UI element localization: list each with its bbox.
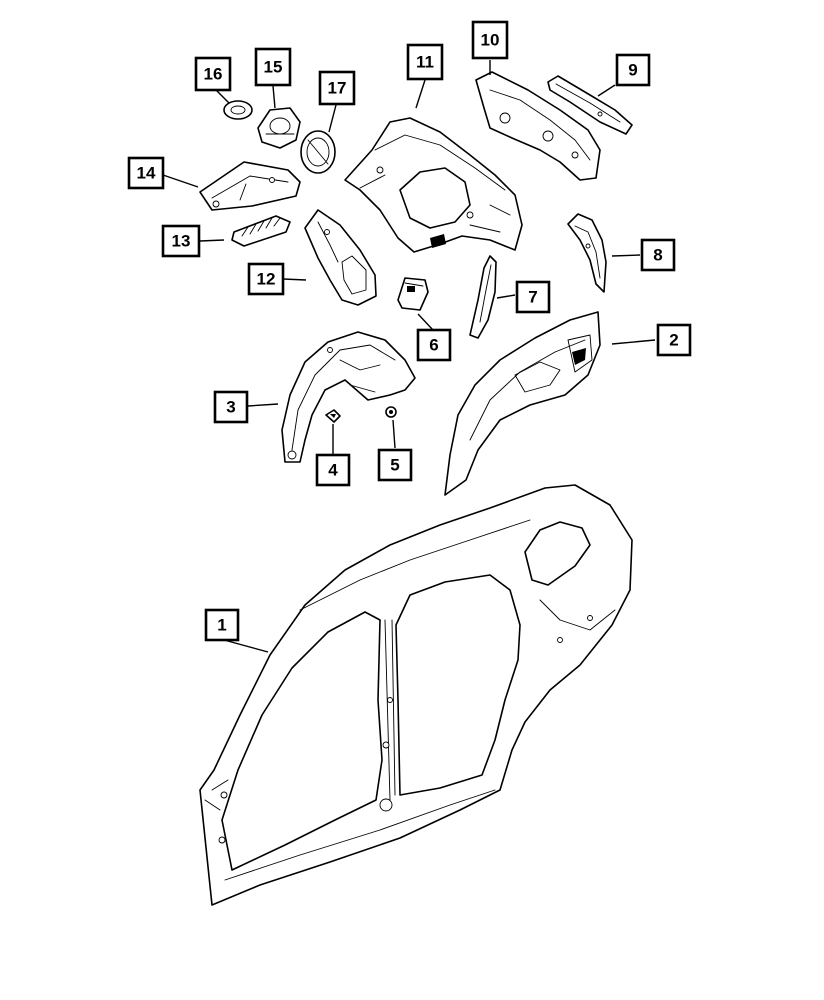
callout-15: 15 [254, 47, 292, 87]
callout-8-label: 8 [653, 246, 662, 265]
callout-9: 9 [615, 53, 651, 87]
callout-17-label: 17 [328, 79, 347, 98]
callout-11-label: 11 [416, 53, 434, 72]
part-1-body-side-aperture [199, 484, 633, 906]
callout-13: 13 [161, 224, 201, 258]
part-16-grommet-ring [223, 100, 253, 120]
callout-2: 2 [656, 323, 692, 357]
callout-17: 17 [318, 70, 356, 106]
callout-1: 1 [204, 608, 240, 642]
callout-16: 16 [194, 56, 232, 92]
callout-5-label: 5 [390, 456, 399, 475]
callout-3: 3 [213, 390, 249, 424]
callout-11: 11 [406, 43, 444, 81]
callout-13-label: 13 [172, 232, 191, 251]
callout-12-label: 12 [257, 270, 276, 289]
callout-10: 10 [471, 20, 509, 60]
callout-8: 8 [640, 238, 676, 272]
callout-4-label: 4 [328, 461, 338, 480]
callout-7: 7 [515, 280, 551, 314]
callout-2-label: 2 [669, 331, 678, 350]
part-15-fuel-filler-housing [257, 107, 301, 149]
part-7-extension [469, 255, 497, 339]
callout-12: 12 [247, 262, 285, 296]
callout-16-label: 16 [204, 65, 223, 84]
callout-3-label: 3 [226, 398, 235, 417]
part-10-inner-quarter-upper [475, 71, 601, 181]
callout-14-label: 14 [137, 164, 156, 183]
part-8-pillar-reinforcement [567, 213, 607, 293]
part-2-quarter-inner-panel [444, 311, 601, 496]
part-6-bracket [397, 277, 429, 311]
part-9-rail-extension [547, 75, 633, 135]
part-11-rear-inner-panel [344, 117, 523, 253]
part-17-fuel-door-cup [300, 130, 336, 174]
part-3-wheelhouse-liner [281, 331, 416, 463]
callout-10-label: 10 [481, 31, 500, 50]
callout-9-label: 9 [628, 61, 637, 80]
part-12-wheelhouse-outer [304, 209, 377, 306]
callout-4: 4 [315, 453, 351, 487]
callout-15-label: 15 [264, 58, 283, 77]
callout-14: 14 [127, 156, 165, 190]
part-13-vent-grille [231, 215, 291, 247]
part-5-nut [385, 406, 397, 418]
part-14-crossmember-bracket [199, 161, 301, 211]
part-4-clip [325, 409, 341, 423]
callout-6: 6 [416, 328, 452, 362]
callout-1-label: 1 [217, 616, 226, 635]
leader-lines [162, 60, 656, 653]
callout-7-label: 7 [528, 288, 537, 307]
callout-6-label: 6 [429, 336, 438, 355]
callout-5: 5 [377, 448, 413, 482]
